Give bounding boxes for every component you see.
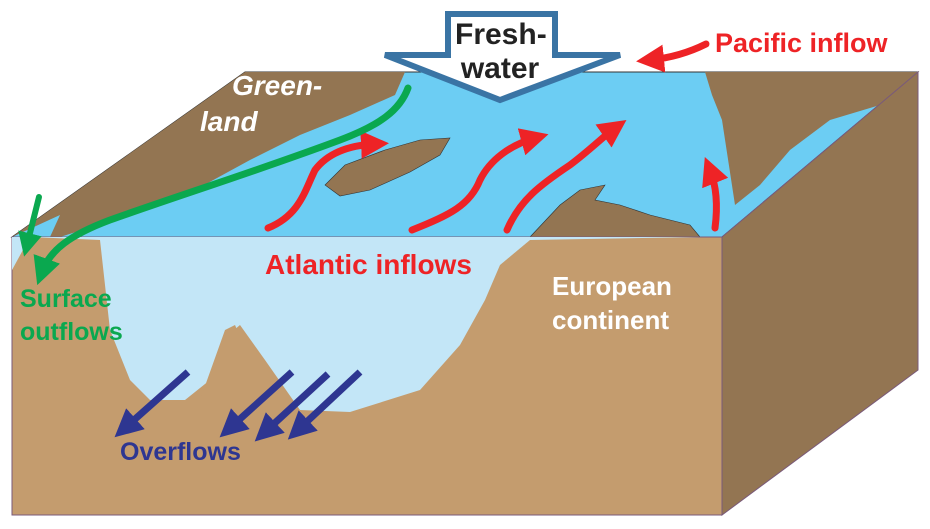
european-continent-label-line1: European	[552, 271, 672, 301]
freshwater-arrow	[383, 11, 622, 104]
freshwater-label-line2: water	[460, 52, 540, 85]
surface-outflow-arrow	[33, 84, 412, 286]
atlantic-arrow	[503, 119, 627, 234]
side-face	[721, 70, 919, 516]
pacific-inflow-arrow	[636, 40, 710, 73]
surface-outflows-label-line1: Surface	[20, 285, 112, 313]
greenland-label-line2: land	[200, 106, 258, 137]
atlantic-arrow	[408, 128, 549, 234]
ocean-basin-section	[12, 237, 700, 412]
surface-outflow-arrow-small	[18, 194, 42, 257]
overflows-label: Overflows	[120, 438, 241, 466]
greenland-landmass	[12, 72, 405, 237]
atlantic-inflow-arrows	[264, 119, 729, 234]
overflow-arrows	[114, 369, 363, 442]
scandinavia-landmass	[705, 72, 918, 205]
surface-outflows-label-line2: outflows	[20, 318, 123, 346]
european-continent-label-line2: continent	[552, 305, 669, 335]
british-isles-landmass	[529, 184, 701, 238]
freshwater-label-line1: Fresh-	[455, 18, 547, 51]
greenland-label-line1: Green-	[232, 70, 323, 101]
atlantic-arrow	[264, 130, 389, 232]
pacific-inflow-label: Pacific inflow	[715, 28, 888, 58]
atlantic-inflows-label: Atlantic inflows	[265, 249, 472, 280]
atlantic-arrow	[702, 156, 729, 232]
